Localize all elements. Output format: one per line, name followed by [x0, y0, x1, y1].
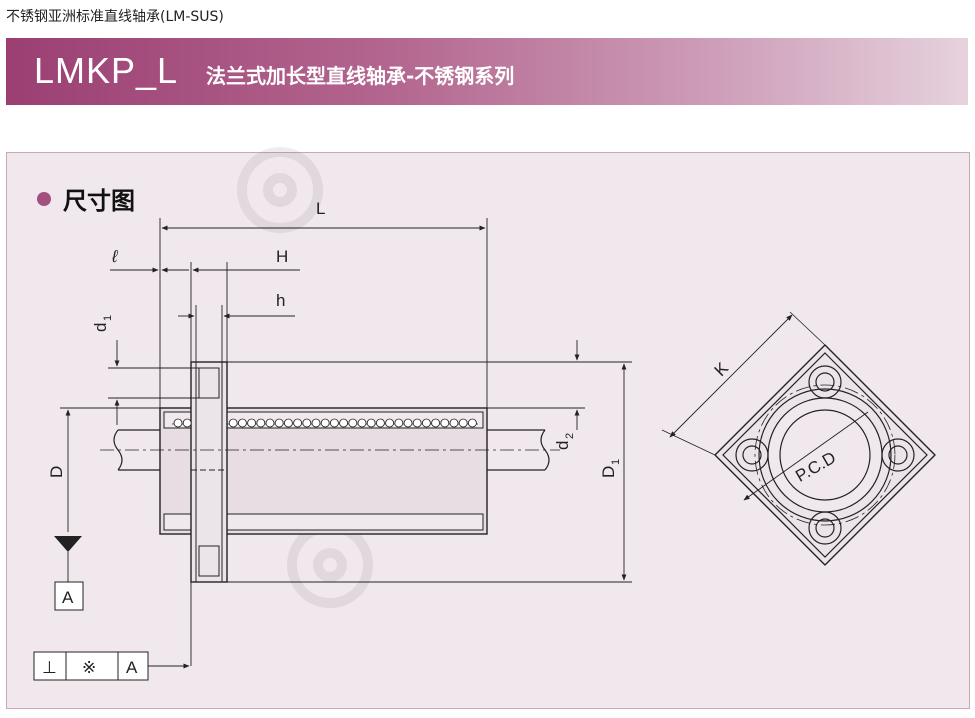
model-name: LMKP_L	[34, 50, 179, 91]
dimension-lines	[60, 218, 632, 669]
ball	[247, 418, 257, 428]
side-view	[100, 361, 560, 583]
ball	[348, 418, 358, 428]
ball	[237, 418, 247, 428]
ball	[421, 418, 431, 428]
ball	[458, 418, 468, 428]
ball	[394, 418, 404, 428]
ball	[293, 418, 303, 428]
label-ell: ℓ	[111, 247, 118, 266]
label-A: A	[62, 588, 74, 607]
ball	[412, 418, 422, 428]
title-banner: LMKP_L 法兰式加长型直线轴承-不锈钢系列	[6, 38, 968, 105]
bullet-icon	[37, 191, 51, 206]
ball	[329, 418, 339, 428]
ball	[357, 418, 367, 428]
ball	[274, 418, 284, 428]
ball	[311, 418, 321, 428]
modifier-symbol: ※	[82, 658, 96, 677]
label-D1: D	[599, 466, 618, 478]
ball	[339, 418, 349, 428]
label-K: K	[711, 358, 733, 380]
datum-box	[54, 581, 84, 611]
ball	[173, 418, 183, 428]
ball	[467, 418, 477, 428]
ball	[283, 418, 293, 428]
ball	[265, 418, 275, 428]
datum-triangle	[54, 536, 82, 552]
label-D1-sub: 1	[610, 459, 622, 465]
ball	[182, 418, 192, 428]
label-H: H	[276, 247, 288, 266]
label-d1: d	[91, 323, 110, 332]
ball	[440, 418, 450, 428]
label-d2-sub: 2	[564, 433, 576, 439]
ball	[228, 418, 238, 428]
watermark	[237, 147, 373, 608]
ball	[375, 418, 385, 428]
tolerance-datum: A	[126, 658, 138, 677]
ball	[256, 418, 266, 428]
tolerance-frame: ⊥ ※ A	[33, 651, 149, 681]
label-h: h	[276, 291, 285, 310]
perpendicularity-icon: ⊥	[42, 658, 57, 677]
ball	[366, 418, 376, 428]
ball	[385, 418, 395, 428]
label-d2: d	[553, 441, 572, 450]
ball-bearings	[173, 418, 477, 428]
ball	[403, 418, 413, 428]
section-title: 尺寸图	[63, 187, 135, 215]
label-d1-sub: 1	[102, 315, 114, 321]
ball	[431, 418, 441, 428]
section-heading: 尺寸图	[37, 181, 135, 216]
ball	[302, 418, 312, 428]
product-title: 法兰式加长型直线轴承-不锈钢系列	[206, 64, 515, 88]
ball	[320, 418, 330, 428]
front-view	[661, 311, 936, 566]
label-D: D	[47, 466, 66, 478]
label-L: L	[316, 199, 325, 218]
ball	[449, 418, 459, 428]
page-caption: 不锈钢亚洲标准直线轴承(LM-SUS)	[6, 9, 224, 25]
